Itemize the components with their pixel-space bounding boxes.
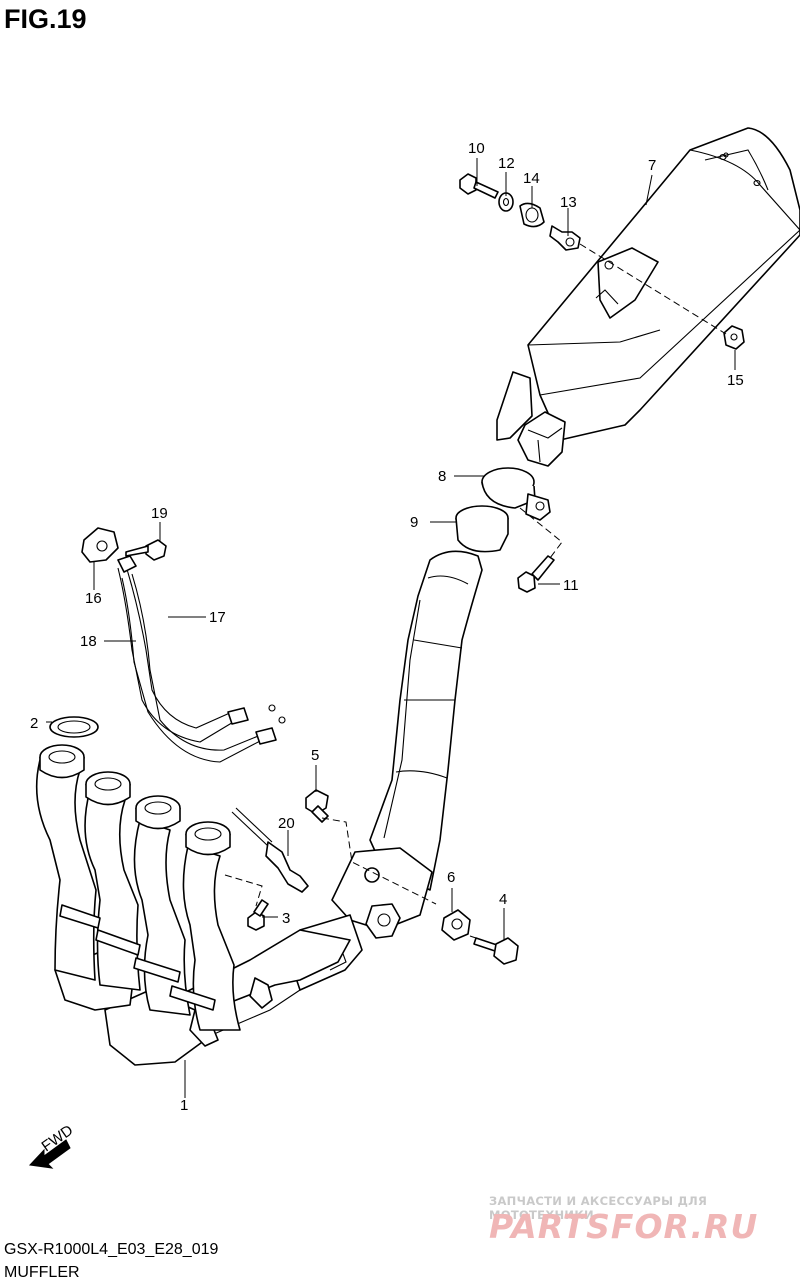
callout-numbers: 1 2 3 4 5 6 7 8 9 10 11 12 13 14 15 16 1… bbox=[30, 140, 744, 1114]
callout-4: 4 bbox=[499, 891, 507, 908]
callout-11: 11 bbox=[563, 577, 579, 594]
exhaust-pipe-assembly bbox=[35, 550, 483, 1066]
callout-15: 15 bbox=[727, 372, 744, 389]
callout-13: 13 bbox=[560, 194, 577, 211]
small-fasteners bbox=[247, 789, 519, 965]
lead-wire-assembly bbox=[81, 527, 286, 763]
oxygen-sensor-part bbox=[231, 807, 309, 893]
muffler-part bbox=[496, 127, 800, 467]
callout-3: 3 bbox=[282, 910, 290, 927]
callout-2: 2 bbox=[30, 715, 38, 732]
assembly-name: MUFFLER bbox=[4, 1264, 80, 1281]
leader-lines bbox=[46, 158, 736, 1098]
assembly-dash-lines bbox=[224, 243, 727, 941]
callout-9: 9 bbox=[410, 514, 418, 531]
callout-1: 1 bbox=[180, 1097, 188, 1114]
watermark-tagline: ЗАПЧАСТИ И АКСЕССУАРЫ ДЛЯ МОТОТЕХНИКИ bbox=[489, 1194, 708, 1222]
gasket-ring bbox=[49, 716, 99, 738]
callout-16: 16 bbox=[85, 590, 102, 607]
callout-7: 7 bbox=[648, 157, 656, 174]
fwd-arrow-icon: FWD bbox=[28, 1122, 76, 1169]
callout-6: 6 bbox=[447, 869, 455, 886]
watermark-brand: PARTSFOR.RU bbox=[489, 1207, 759, 1246]
callout-14: 14 bbox=[523, 170, 540, 187]
callout-17: 17 bbox=[209, 609, 226, 626]
callout-19: 19 bbox=[151, 505, 168, 522]
clamp-and-gasket bbox=[455, 467, 555, 593]
muffler-mount-hardware bbox=[459, 173, 745, 350]
callout-5: 5 bbox=[311, 747, 319, 764]
callout-20: 20 bbox=[278, 815, 295, 832]
figure-title: FIG.19 bbox=[4, 4, 87, 34]
callout-10: 10 bbox=[468, 140, 485, 157]
model-code: GSX-R1000L4_E03_E28_019 bbox=[4, 1241, 219, 1258]
callout-12: 12 bbox=[498, 155, 515, 172]
callout-8: 8 bbox=[438, 468, 446, 485]
callout-18: 18 bbox=[80, 633, 97, 650]
